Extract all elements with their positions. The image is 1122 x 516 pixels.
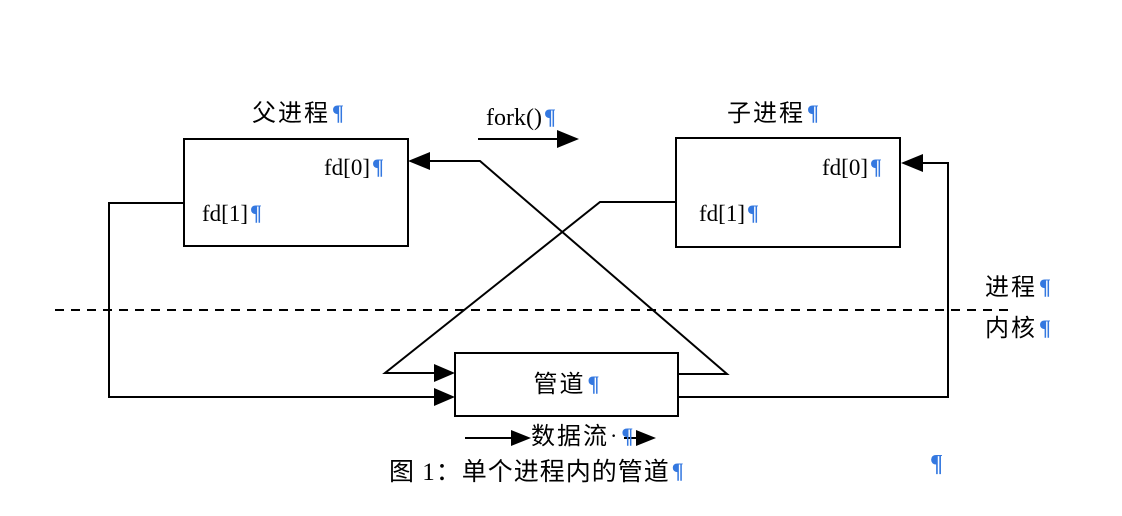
child-fd0-text: fd[0] [822, 155, 868, 180]
pilcrow-mark: ¶ [869, 154, 882, 179]
pilcrow-mark: ¶ [332, 100, 344, 125]
pilcrow-mark: ¶ [1039, 274, 1051, 299]
data-flow-left-arrowhead [511, 430, 531, 446]
pipe-to-child-fd0-line [678, 162, 949, 398]
pipe-label: 管道 ¶ [533, 370, 600, 398]
pipe-to-child-fd0-arrowhead [901, 154, 923, 172]
pilcrow-mark: ¶ [746, 200, 759, 225]
pilcrow-mark: ¶ [587, 370, 600, 396]
pilcrow-mark: ¶ [671, 458, 684, 483]
pilcrow-mark: ¶ [371, 154, 384, 179]
pilcrow-mark: ¶ [930, 451, 943, 477]
pipe-label-text: 管道 [533, 371, 586, 398]
parent-fd1-label: fd[1] ¶ [202, 200, 262, 226]
parent-fd1-text: fd[1] [202, 201, 248, 226]
figure-caption-text: 图 1：单个进程内的管道 [389, 459, 670, 486]
pipe-label-wrap: 管道 ¶ [455, 353, 678, 416]
fork-label-text: fork() [486, 105, 542, 131]
child-fd1-to-pipe-line [382, 201, 676, 374]
fork-label: fork() ¶ [486, 104, 556, 131]
stray-paragraph-mark: ¶ [928, 452, 943, 476]
pilcrow-mark: ¶ [1039, 315, 1051, 340]
child-process-box [675, 137, 901, 248]
child-process-title: 子进程 ¶ [727, 100, 819, 127]
parent-process-title-text: 父进程 [252, 101, 330, 127]
parent-fd0-label: fd[0] ¶ [324, 154, 384, 180]
pipe-to-parent-fd0-line [427, 160, 730, 375]
pilcrow-mark: ¶ [621, 423, 634, 448]
pipe-box [454, 352, 679, 417]
parent-fd0-text: fd[0] [324, 155, 370, 180]
child-fd1-label: fd[1] ¶ [699, 200, 759, 226]
parent-fd1-to-pipe-arrowhead [434, 388, 455, 406]
process-side-text: 进程 [985, 275, 1037, 301]
space-mark: · [610, 423, 620, 448]
child-process-title-text: 子进程 [727, 101, 805, 127]
data-flow-label: 数据流 · ¶ [531, 423, 634, 450]
process-side-label: 进程 ¶ [985, 274, 1051, 301]
child-fd1-to-pipe-arrowhead [434, 364, 455, 382]
data-flow-right-arrowhead [636, 430, 656, 446]
child-fd0-label: fd[0] ¶ [822, 154, 882, 180]
child-fd1-text: fd[1] [699, 201, 745, 226]
pilcrow-mark: ¶ [807, 100, 819, 125]
parent-process-box [183, 138, 409, 247]
pilcrow-mark: ¶ [249, 200, 262, 225]
fork-arrowhead [557, 130, 579, 148]
data-flow-text: 数据流 [531, 424, 609, 450]
kernel-side-text: 内核 [985, 316, 1037, 342]
pilcrow-mark: ¶ [543, 104, 556, 129]
kernel-side-label: 内核 ¶ [985, 315, 1051, 342]
pipe-to-parent-fd0-arrowhead [408, 152, 430, 170]
parent-fd1-to-pipe-line [108, 202, 437, 398]
figure-caption: 图 1：单个进程内的管道 ¶ [389, 458, 684, 486]
parent-process-title: 父进程 ¶ [252, 100, 344, 127]
